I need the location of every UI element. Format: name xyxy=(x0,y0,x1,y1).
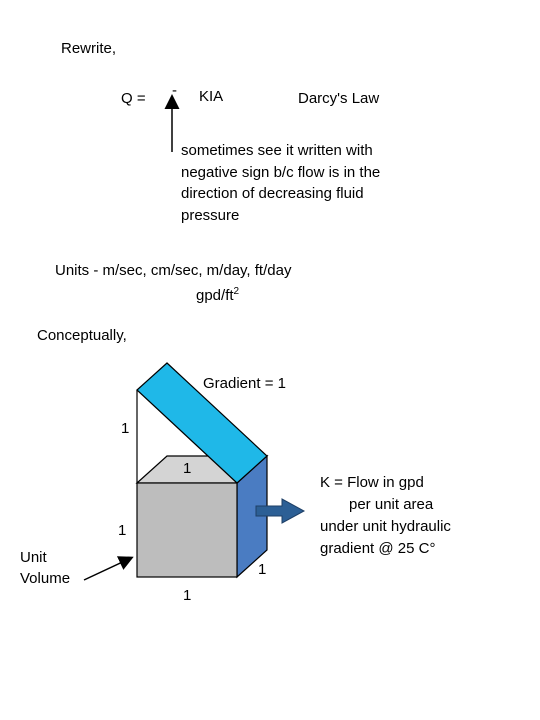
flow-arrow xyxy=(255,498,306,524)
unit-volume-label-1: Unit xyxy=(20,549,47,566)
conceptually-label: Conceptually, xyxy=(37,327,127,344)
units-line-2-base: gpd/ft xyxy=(196,287,234,304)
note-line-4: pressure xyxy=(181,207,240,224)
note-line-1: sometimes see it written with xyxy=(181,142,373,159)
units-line-1: Units - m/sec, cm/sec, m/day, ft/day xyxy=(55,262,292,279)
note-line-2: negative sign b/c flow is in the xyxy=(181,164,381,181)
dimension-label-right: 1 xyxy=(258,561,267,578)
units-line-2: gpd/ft2 xyxy=(196,281,239,306)
equation-lhs: Q = xyxy=(121,90,146,107)
k-definition-line-3: under unit hydraulic xyxy=(320,518,451,535)
equation-sign: - xyxy=(172,82,177,99)
dimension-label-top-left: 1 xyxy=(121,420,130,437)
dimension-label-left: 1 xyxy=(118,522,127,539)
unit-volume-label-2: Volume xyxy=(20,570,71,587)
k-definition-line-2: per unit area xyxy=(349,496,434,513)
intro-text: Rewrite, xyxy=(61,40,117,57)
equation-rhs: KIA xyxy=(199,88,224,105)
gradient-label: Gradient = 1 xyxy=(203,375,286,392)
units-line-2-sup: 2 xyxy=(233,286,240,297)
k-definition-line-4: gradient @ 25 C° xyxy=(320,540,436,557)
dimension-label-top: 1 xyxy=(183,460,192,477)
note-line-3: direction of decreasing fluid xyxy=(181,185,364,202)
cube-front-face xyxy=(136,482,238,578)
k-definition-line-1: K = Flow in gpd xyxy=(320,474,424,491)
darcys-law-label: Darcy's Law xyxy=(298,90,380,107)
unit-volume-pointer xyxy=(83,556,134,581)
gradient-slope-face xyxy=(136,362,268,484)
dimension-label-bottom: 1 xyxy=(183,587,192,604)
